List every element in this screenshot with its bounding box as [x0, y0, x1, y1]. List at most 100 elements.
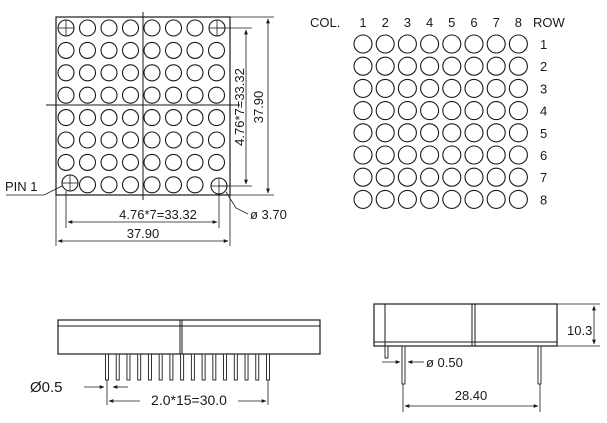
schematic-dot [397, 189, 417, 209]
row-spacing-label: 28.40 [455, 388, 488, 403]
bottom-pin [201, 353, 206, 381]
row-number: 6 [540, 148, 547, 163]
schematic-dot [420, 101, 440, 121]
schematic-dot [442, 101, 462, 121]
led-dot [100, 64, 118, 82]
schematic-dot [508, 145, 528, 165]
led-dot [100, 109, 118, 127]
bottom-pin [115, 353, 120, 381]
schematic-dot [375, 145, 395, 165]
schematic-dot [486, 101, 506, 121]
pin1-label: PIN 1 [5, 179, 38, 194]
side-height-label: 10.3 [567, 323, 592, 338]
led-dot [143, 19, 161, 37]
schematic-dot [508, 78, 528, 98]
led-dot [186, 19, 204, 37]
schematic-dot [375, 123, 395, 143]
led-dot [143, 176, 161, 194]
bottom-pin [158, 353, 163, 381]
schematic-dot [420, 189, 440, 209]
led-dot [121, 19, 140, 37]
row-number: 8 [540, 192, 547, 207]
schematic-dot [353, 101, 373, 121]
schematic-dot [442, 56, 462, 76]
led-dot [100, 153, 118, 171]
led-dot [78, 41, 97, 59]
led-dot [78, 176, 97, 194]
col-number: 4 [426, 15, 433, 30]
front-dot-grid [57, 19, 226, 194]
led-dot [207, 64, 226, 82]
led-dot [78, 64, 97, 82]
schematic-dot [464, 78, 484, 98]
schematic-dot [508, 34, 528, 54]
bottom-pin [244, 353, 249, 381]
schematic-dot [442, 34, 462, 54]
led-dot [143, 86, 161, 104]
led-dot [207, 41, 226, 59]
overall-width-label: 37.90 [127, 226, 160, 241]
led-dot [186, 41, 204, 59]
led-dot [186, 64, 204, 82]
corner-mark-bottom-left [61, 174, 79, 192]
schematic-dot [508, 101, 528, 121]
col-number: 5 [448, 15, 455, 30]
bottom-pin [223, 353, 228, 381]
bottom-pin [137, 353, 142, 381]
front-view: 4.76*7=33.32 37.90 4.76*7=33.32 37.90 PI… [5, 12, 287, 246]
led-dot [207, 86, 226, 104]
bottom-pin [255, 353, 260, 381]
bottom-pin [147, 353, 152, 381]
side-pin-diameter-label: ø 0.50 [426, 355, 463, 370]
led-dot [100, 86, 118, 104]
col-number: 7 [493, 15, 500, 30]
led-dot [57, 109, 75, 127]
row-header: ROW [533, 15, 566, 30]
schematic-dot [353, 34, 373, 54]
led-dot [186, 176, 204, 194]
schematic-dot [397, 101, 417, 121]
led-dot [143, 131, 161, 149]
led-dot [57, 131, 75, 149]
schematic-dot-grid [353, 34, 528, 209]
side-view: 10.3 ø 0.50 28.40 [373, 303, 600, 412]
schematic-dot [486, 189, 506, 209]
schematic-dot [464, 167, 484, 187]
schematic-dot [397, 78, 417, 98]
schematic-dot [420, 123, 440, 143]
schematic-dot [375, 189, 395, 209]
schematic-dot [486, 78, 506, 98]
led-dot [186, 109, 204, 127]
led-dot [78, 153, 97, 171]
corner-mark-top-left [57, 19, 75, 37]
schematic-dot [442, 189, 462, 209]
bottom-pin [169, 353, 174, 381]
led-dot [143, 64, 161, 82]
led-dot [164, 41, 183, 59]
schematic-dot [464, 34, 484, 54]
schematic-dot [375, 101, 395, 121]
schematic-dot [420, 56, 440, 76]
schematic-dot [353, 145, 373, 165]
led-dot [164, 153, 183, 171]
col-number: 1 [359, 15, 366, 30]
schematic-dot [508, 167, 528, 187]
led-dot [100, 41, 118, 59]
schematic-dot [486, 34, 506, 54]
schematic-dot [486, 145, 506, 165]
led-dot [78, 19, 97, 37]
schematic-dot [464, 123, 484, 143]
schematic-dot [420, 145, 440, 165]
led-dot [57, 41, 75, 59]
bottom-pin [180, 353, 185, 381]
schematic-dot [464, 56, 484, 76]
schematic-dot [464, 101, 484, 121]
schematic-dot [375, 56, 395, 76]
led-dot [143, 153, 161, 171]
bottom-pin [105, 353, 109, 381]
bottom-pin-row [105, 353, 270, 381]
schematic-dot [397, 56, 417, 76]
